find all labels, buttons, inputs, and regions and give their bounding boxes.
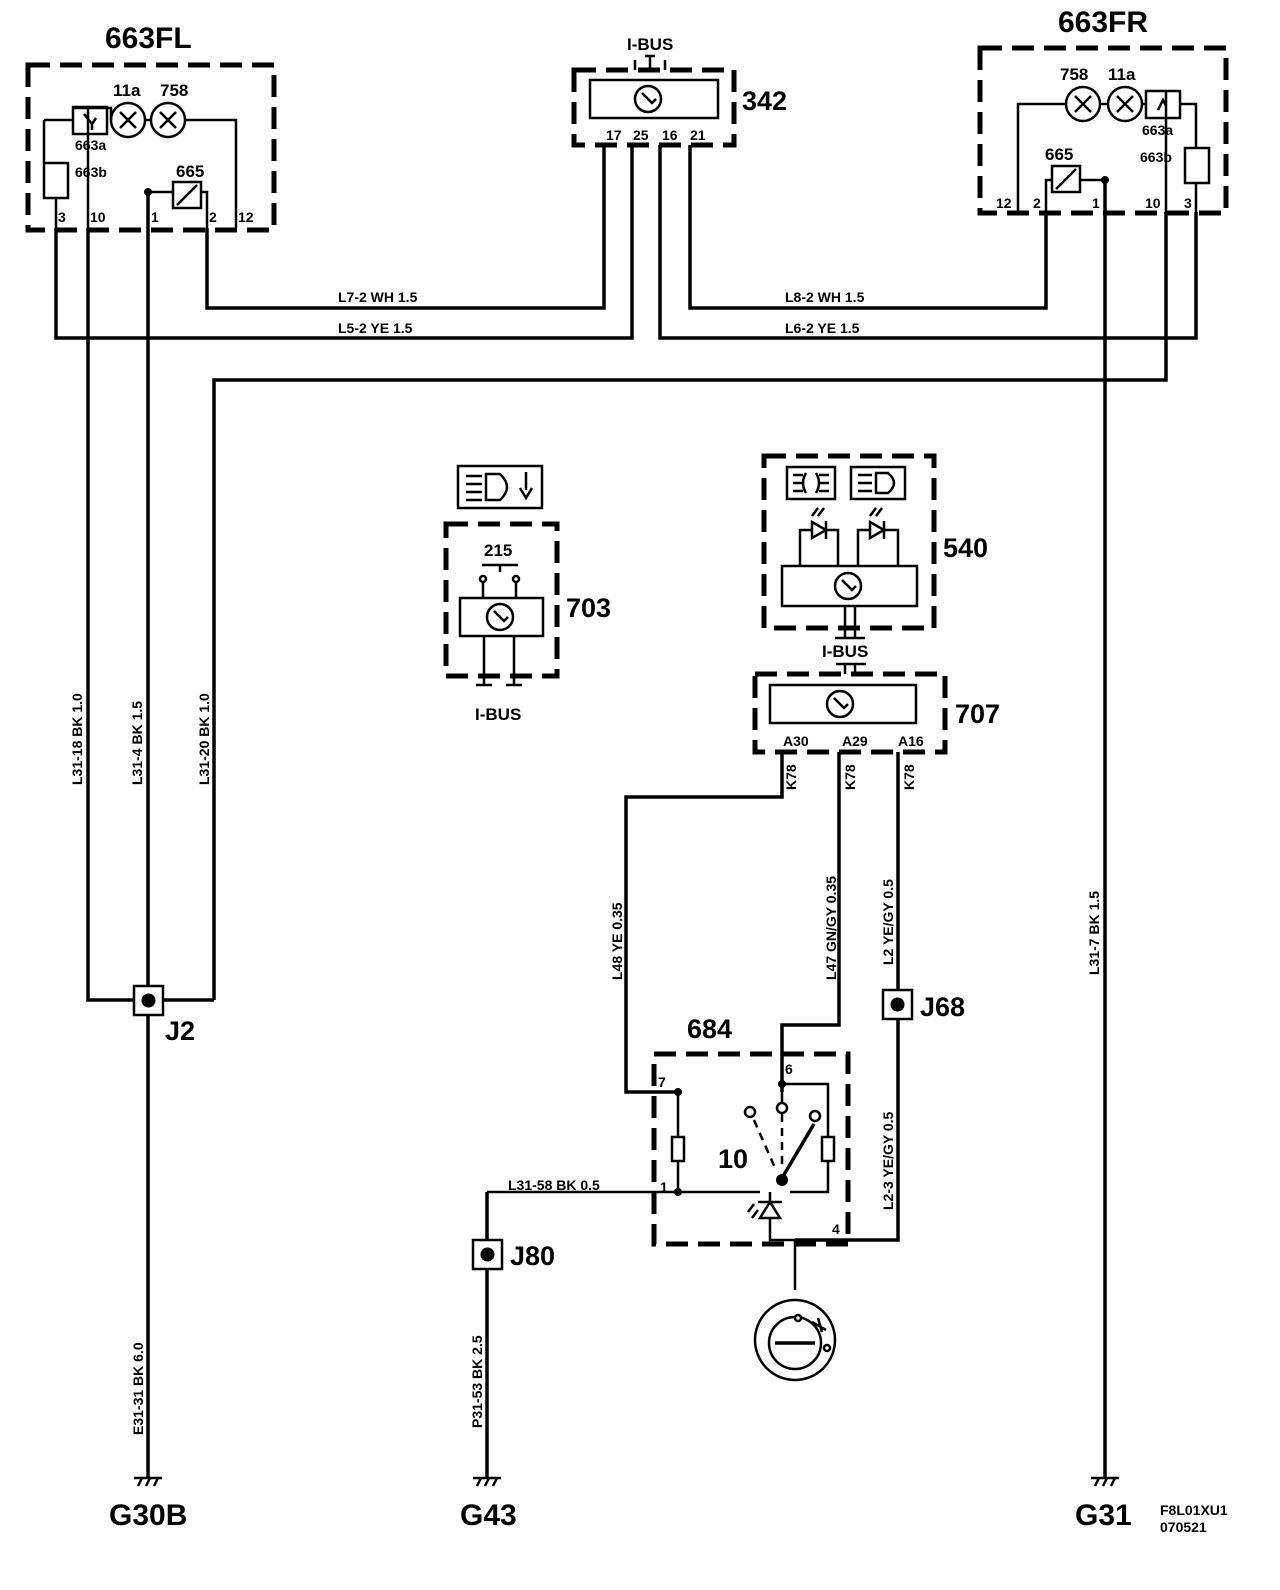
svg-text:A16: A16 <box>898 733 924 749</box>
svg-text:K78: K78 <box>842 764 858 790</box>
svg-text:2: 2 <box>209 209 217 225</box>
svg-text:12: 12 <box>238 209 254 225</box>
resistor-icon <box>670 1135 686 1163</box>
component-684: 684 7 6 1 4 10 L31-58 BK 0.5 <box>487 1014 851 1382</box>
svg-text:10: 10 <box>718 1144 748 1174</box>
ref-code: F8L01XU1 <box>1160 1502 1228 1518</box>
label-540: 540 <box>943 533 988 563</box>
svg-text:215: 215 <box>484 541 512 560</box>
svg-text:663a: 663a <box>75 137 106 153</box>
svg-text:1: 1 <box>151 209 159 225</box>
ground-g31: G31 <box>1075 1499 1132 1532</box>
svg-text:21: 21 <box>690 127 706 143</box>
wire-label-v9: E31-31 BK 6.0 <box>130 1342 146 1435</box>
component-342: I-BUS 342 17 25 16 21 <box>571 35 787 148</box>
headlight-switch-icon <box>456 464 544 510</box>
label-663fr: 663FR <box>1058 6 1148 39</box>
wire-label-v7: L2 YE/GY 0.5 <box>880 879 896 965</box>
wire-label-l7: L7-2 WH 1.5 <box>338 289 418 305</box>
wire-label-v10: P31-53 BK 2.5 <box>469 1335 485 1428</box>
wire-label-v2: L31-4 BK 1.5 <box>129 701 145 785</box>
label-342: 342 <box>742 86 787 116</box>
label-707: 707 <box>955 699 1000 729</box>
svg-text:A29: A29 <box>842 733 868 749</box>
wire-label-v8: L2-3 YE/GY 0.5 <box>880 1111 896 1210</box>
svg-text:I-BUS: I-BUS <box>822 642 868 661</box>
label-684: 684 <box>687 1014 732 1044</box>
svg-text:663a: 663a <box>1142 122 1173 138</box>
wire-label-h1: L31-58 BK 0.5 <box>508 1177 600 1193</box>
svg-text:663b: 663b <box>75 164 107 180</box>
diode-icon <box>757 1199 783 1220</box>
svg-text:J80: J80 <box>510 1241 555 1271</box>
wire-label-v3: L31-20 BK 1.0 <box>196 693 212 785</box>
svg-text:663b: 663b <box>1140 149 1172 165</box>
svg-text:K78: K78 <box>901 764 917 790</box>
ref-date: 070521 <box>1160 1519 1207 1535</box>
left-ground-branch: J2 L31-18 BK 1.0 L31-4 BK 1.5 L31-20 BK … <box>69 192 214 1532</box>
right-ground-branch: L31-7 BK 1.5 G31 <box>1075 180 1132 1532</box>
component-663fl: 663FL 11a 758 663a 663b 665 3 10 1 2 12 <box>25 22 277 233</box>
svg-text:7: 7 <box>658 1074 666 1090</box>
component-663fr: 663FR 758 11a 663a 663b 665 12 2 1 10 3 <box>977 6 1229 216</box>
svg-text:1: 1 <box>1092 195 1100 211</box>
ground-g43: G43 <box>460 1499 517 1532</box>
svg-text:4: 4 <box>832 1221 840 1237</box>
svg-text:K78: K78 <box>783 764 799 790</box>
svg-text:6: 6 <box>785 1061 793 1077</box>
wire-label-v4: L31-7 BK 1.5 <box>1086 891 1102 975</box>
wire-label-l8a: L8-2 WH 1.5 <box>785 289 865 305</box>
wire-label-l5: L5-2 YE 1.5 <box>338 320 413 336</box>
ground-icon <box>473 1476 501 1487</box>
rotary-switch-arm-icon <box>780 1123 816 1179</box>
label-663fl: 663FL <box>105 22 192 55</box>
svg-text:10: 10 <box>1145 195 1161 211</box>
wire-label-v1: L31-18 BK 1.0 <box>69 693 85 785</box>
lower-wiring: J68 L48 YE 0.35 L47 GN/GY 0.35 L2 YE/GY … <box>609 752 965 1242</box>
svg-text:665: 665 <box>176 162 204 181</box>
component-540: 540 I-BUS <box>761 453 988 674</box>
led-icon <box>868 519 887 541</box>
svg-text:3: 3 <box>1184 195 1192 211</box>
resistor-icon <box>1183 146 1211 185</box>
svg-text:12: 12 <box>996 195 1012 211</box>
svg-text:2: 2 <box>1033 195 1041 211</box>
svg-text:16: 16 <box>662 127 678 143</box>
center-ground-branch: J80 P31-53 BK 2.5 G43 <box>460 1192 555 1532</box>
svg-text:11a: 11a <box>113 81 141 100</box>
svg-text:10: 10 <box>90 209 106 225</box>
svg-text:3: 3 <box>58 209 66 225</box>
led-icon <box>810 519 829 541</box>
component-703: 215 703 I-BUS <box>443 464 611 724</box>
svg-text:A30: A30 <box>783 733 809 749</box>
svg-text:665: 665 <box>1045 145 1073 164</box>
svg-text:11a: 11a <box>1108 65 1136 84</box>
component-707: 707 A30 A29 A16 K78 K78 K78 <box>752 671 1000 790</box>
wire-label-v6: L47 GN/GY 0.35 <box>823 876 839 980</box>
wire-label-l8b: L6-2 YE 1.5 <box>785 320 860 336</box>
svg-text:J2: J2 <box>165 1016 195 1046</box>
switch-663a-icon <box>1144 89 1182 120</box>
svg-text:25: 25 <box>633 127 649 143</box>
resistor-icon <box>820 1135 836 1163</box>
ground-icon <box>134 1476 162 1487</box>
svg-text:J68: J68 <box>920 992 965 1022</box>
ground-icon <box>1091 1476 1119 1487</box>
svg-text:17: 17 <box>606 127 622 143</box>
resistor-icon <box>42 161 70 200</box>
upper-wiring: L7-2 WH 1.5 L5-2 YE 1.5 L8-2 WH 1.5 L6-2… <box>54 145 1198 1000</box>
svg-text:758: 758 <box>1060 65 1088 84</box>
svg-text:1: 1 <box>660 1179 668 1195</box>
svg-text:758: 758 <box>160 81 188 100</box>
ground-g30b: G30B <box>109 1499 187 1532</box>
label-703: 703 <box>566 593 611 623</box>
svg-text:I-BUS: I-BUS <box>475 705 521 724</box>
wire-label-v5: L48 YE 0.35 <box>609 902 625 980</box>
svg-text:I-BUS: I-BUS <box>627 35 673 54</box>
